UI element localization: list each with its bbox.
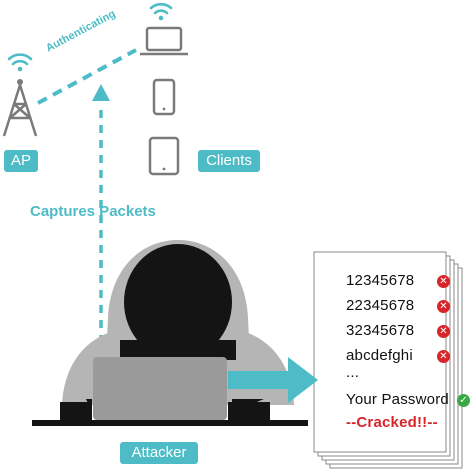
crack-output-arrow xyxy=(228,357,318,403)
clients-label: Clients xyxy=(198,150,260,172)
ellipsis: ... xyxy=(346,364,360,381)
check-circle-icon: ✓ xyxy=(457,394,470,407)
laptop-icon xyxy=(140,26,188,56)
password-item: 22345678 xyxy=(346,297,415,314)
password-item: 12345678 xyxy=(346,272,415,289)
attacker-label: Attacker xyxy=(120,442,198,464)
cracked-label: --Cracked!!-- xyxy=(346,414,438,431)
x-circle-icon: ✕ xyxy=(437,350,450,363)
x-circle-icon: ✕ xyxy=(437,325,450,338)
captures-packets-label: Captures Packets xyxy=(30,203,156,220)
tablet-icon xyxy=(148,136,180,176)
phone-icon xyxy=(152,78,176,116)
password-item: 32345678 xyxy=(346,322,415,339)
wifi-icon xyxy=(149,2,173,21)
password-document-stack xyxy=(313,251,463,469)
capture-arrow xyxy=(92,84,110,358)
desk xyxy=(32,420,308,426)
x-circle-icon: ✕ xyxy=(437,300,450,313)
wifi-icon xyxy=(7,53,33,72)
x-circle-icon: ✕ xyxy=(437,275,450,288)
attacker-laptop xyxy=(60,357,270,420)
ap-label: AP xyxy=(4,150,38,172)
authenticating-connection-line xyxy=(37,48,137,105)
password-item: abcdefghi xyxy=(346,347,413,364)
antenna-tower-icon xyxy=(2,79,38,137)
your-password-label: Your Password xyxy=(346,391,449,408)
